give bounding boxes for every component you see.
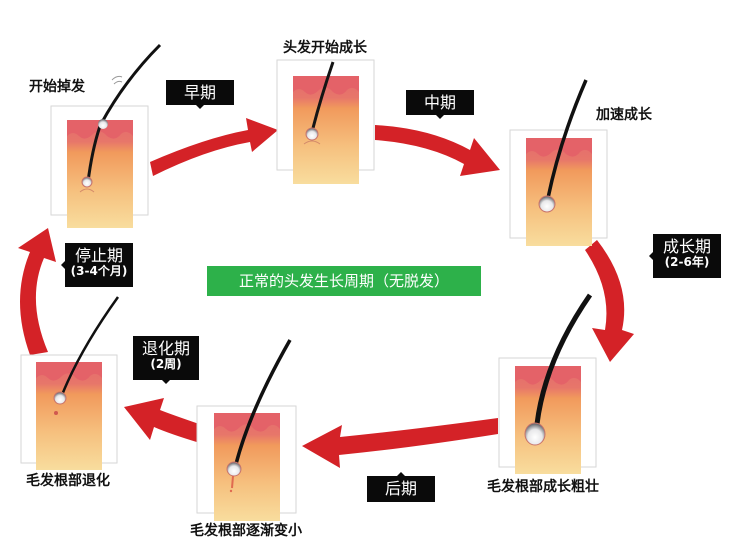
phase-tag-telogen: 停止期 (3-4个月): [61, 243, 133, 287]
stage-card-accelerated-growth: [509, 79, 608, 246]
phase-label: 早期: [183, 83, 216, 102]
phase-tag-catagen: 退化期 (2周): [133, 336, 199, 384]
stage-card-root-regression: [20, 296, 120, 470]
phase-tag-anagen: 成长期 (2-6年): [649, 234, 721, 278]
stage-caption-accelerated-growth: 加速成长: [596, 107, 652, 123]
phase-tag-early: 早期: [166, 80, 234, 109]
stage-caption-start-growing: 头发开始成长: [283, 40, 367, 56]
phase-duration: (2-6年): [664, 254, 710, 269]
stage-caption-start-shedding: 开始掉发: [29, 79, 85, 95]
stage-card-root-shrinking: [196, 339, 297, 521]
fall-motion-icon: [111, 75, 123, 85]
phase-label: 成长期: [662, 237, 711, 256]
phase-tag-late: 后期: [367, 472, 435, 502]
stage-card-start-shedding: [50, 43, 162, 228]
stage-caption-root-regression: 毛发根部退化: [26, 473, 110, 489]
phase-label: 后期: [384, 479, 417, 498]
phase-duration: (3-4个月): [70, 263, 128, 278]
stage-card-root-thickening: [498, 293, 597, 474]
phase-label: 退化期: [141, 339, 190, 358]
arrow-anagen: [585, 240, 634, 362]
arrow-middle: [375, 125, 500, 176]
stage-card-start-growing: [276, 59, 375, 184]
cycle-arrows: [18, 118, 634, 468]
arrow-telogen: [18, 228, 56, 355]
phase-duration: (2周): [150, 356, 182, 371]
arrow-catagen: [124, 398, 202, 443]
arrow-early: [150, 118, 278, 176]
cycle-title-banner: 正常的头发生长周期（无脱发）: [207, 266, 481, 296]
phase-label: 停止期: [74, 246, 123, 265]
stage-caption-root-shrinking: 毛发根部逐渐变小: [190, 523, 302, 539]
arrow-late: [302, 418, 498, 468]
phase-tag-middle: 中期: [406, 90, 474, 119]
stage-caption-root-thickening: 毛发根部成长粗壮: [487, 479, 599, 495]
phase-label: 中期: [423, 93, 456, 112]
